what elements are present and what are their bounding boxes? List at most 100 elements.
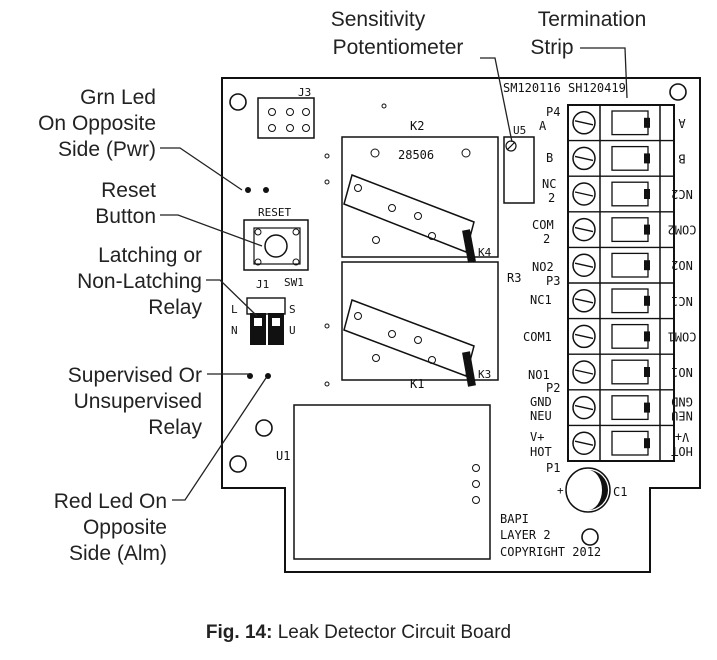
figure-caption-label: Fig. 14: <box>205 622 273 643</box>
terminal-wire-slot-tab <box>644 295 650 306</box>
mounting-hole <box>581 528 599 546</box>
j1-s-label: S <box>289 303 296 316</box>
c1-capacitor: C1 + <box>557 467 627 513</box>
j1-n-label: N <box>231 324 238 337</box>
terminal-label-no2: NO2 <box>532 260 554 274</box>
mirrored-terminal-label: COM2 <box>668 223 697 237</box>
j1-u-label: U <box>289 324 296 337</box>
callout-grn-led-line3: Side (Pwr) <box>58 138 156 161</box>
supervised-jumper[interactable] <box>268 313 284 345</box>
reset-label: RESET <box>258 206 291 219</box>
callout-leaders <box>160 47 628 501</box>
terminal-wire-slot-tab <box>644 438 650 449</box>
callout-red-led-line2: Opposite <box>83 516 167 539</box>
terminal-wire-slot-tab <box>644 402 650 413</box>
mounting-hole <box>669 83 687 101</box>
terminal-label-a: A <box>539 119 547 133</box>
green-led-pad <box>245 187 251 193</box>
board-copyright-3: COPYRIGHT 2012 <box>500 545 601 559</box>
mirrored-terminal-label: NO2 <box>671 258 693 272</box>
c1-label: C1 <box>613 485 627 499</box>
terminal-label-nc-2: 2 <box>548 191 555 205</box>
r3-label: R3 <box>507 271 521 285</box>
terminal-label-no1: NO1 <box>528 368 550 382</box>
mirrored-terminal-label: A <box>678 116 686 130</box>
mirrored-terminal-label: NO1 <box>671 365 693 379</box>
via <box>324 323 330 329</box>
terminal-label-nc1: NC1 <box>530 293 552 307</box>
sw1-label: SW1 <box>284 276 304 289</box>
u1-label: U1 <box>276 449 290 463</box>
mirrored-terminal-label: V+ <box>675 430 689 444</box>
j3-label: J3 <box>298 86 311 99</box>
terminal-label-nc: NC <box>542 177 556 191</box>
via <box>381 103 387 109</box>
terminal-screw-slot <box>574 262 594 268</box>
mounting-hole <box>255 419 273 437</box>
latching-jumper[interactable] <box>250 313 266 345</box>
terminal-screw-slot <box>574 298 594 304</box>
callout-sensitivity-line1: Sensitivity <box>331 8 426 31</box>
c1-plus: + <box>557 484 564 497</box>
terminal-screw-slot <box>574 404 594 411</box>
terminal-screw-slot <box>574 440 594 446</box>
callout-supervised-line1: Supervised Or <box>68 364 202 387</box>
mounting-hole <box>229 93 247 111</box>
terminal-label-com-2: 2 <box>543 232 550 246</box>
mirrored-terminal-label: GND <box>671 395 693 409</box>
callout-supervised-line2: Unsupervised <box>74 390 202 413</box>
callout-red-led-line3: Side (Alm) <box>69 542 167 565</box>
terminal-label-neu: NEU <box>530 409 552 423</box>
callout-termination-line1: Termination <box>538 8 647 31</box>
mirrored-terminal-label: NC1 <box>671 294 693 308</box>
callout-sensitivity-line2: Potentiometer <box>333 36 464 59</box>
relay-k2: K2 28506 K4 <box>341 119 499 263</box>
callout-latching-line2: Non-Latching <box>77 270 202 293</box>
k1-label: K1 <box>410 377 424 391</box>
mirrored-terminal-label: B <box>678 151 685 165</box>
u5-label: U5 <box>513 124 526 137</box>
k2-number: 28506 <box>398 148 434 162</box>
terminal-label-com: COM <box>532 218 554 232</box>
callout-termination-line2: Strip <box>530 36 573 59</box>
board-copyright-2: LAYER 2 <box>500 528 551 542</box>
callout-supervised-line3: Relay <box>148 416 202 439</box>
terminal-screw-slot <box>574 333 594 340</box>
p3-label: P3 <box>546 274 560 288</box>
terminal-screw-slot <box>574 120 594 126</box>
terminal-screw-slot <box>574 191 594 197</box>
mounting-hole <box>229 455 247 473</box>
k2-label: K2 <box>410 119 424 133</box>
via <box>324 153 330 159</box>
figure-caption: Fig. 14: Leak Detector Circuit Board <box>0 622 717 644</box>
mirrored-terminal-label: HOT <box>671 444 693 458</box>
terminal-wire-slot-tab <box>644 153 650 164</box>
circuit-board-diagram: SM120116 SH120419 J3 RESET SW1 J1 L S N <box>38 8 701 573</box>
callout-reset-line1: Reset <box>101 179 156 202</box>
terminal-label-v-plus: V+ <box>530 430 544 444</box>
callout-grn-led-line2: On Opposite <box>38 112 156 135</box>
via <box>324 179 330 185</box>
reset-button[interactable]: RESET SW1 <box>243 206 309 289</box>
mirrored-terminal-label: COM1 <box>668 329 697 343</box>
p4-label: P4 <box>546 105 560 119</box>
p2-label: P2 <box>546 381 560 395</box>
figure-caption-text: Leak Detector Circuit Board <box>277 622 512 643</box>
terminal-screw-slot <box>574 226 594 233</box>
terminal-label-hot: HOT <box>530 445 552 459</box>
j1-jumper-block[interactable]: J1 L S N U <box>231 278 296 345</box>
mirrored-terminal-label: NC2 <box>671 187 693 201</box>
terminal-screw-slot <box>574 369 594 375</box>
red-led-pad <box>265 373 271 379</box>
terminal-wire-slot-tab <box>644 331 650 342</box>
callout-red-led-line1: Red Led On <box>54 490 167 513</box>
board-copyright-1: BAPI <box>500 512 529 526</box>
sensitivity-potentiometer[interactable]: U5 <box>503 124 535 204</box>
terminal-wire-slot-tab <box>644 260 650 271</box>
terminal-label-b: B <box>546 151 553 165</box>
terminal-wire-slot-tab <box>644 224 650 235</box>
via <box>324 381 330 387</box>
k4-label: K4 <box>478 246 492 259</box>
green-led-pad <box>263 187 269 193</box>
terminal-screw-slot <box>574 155 594 162</box>
